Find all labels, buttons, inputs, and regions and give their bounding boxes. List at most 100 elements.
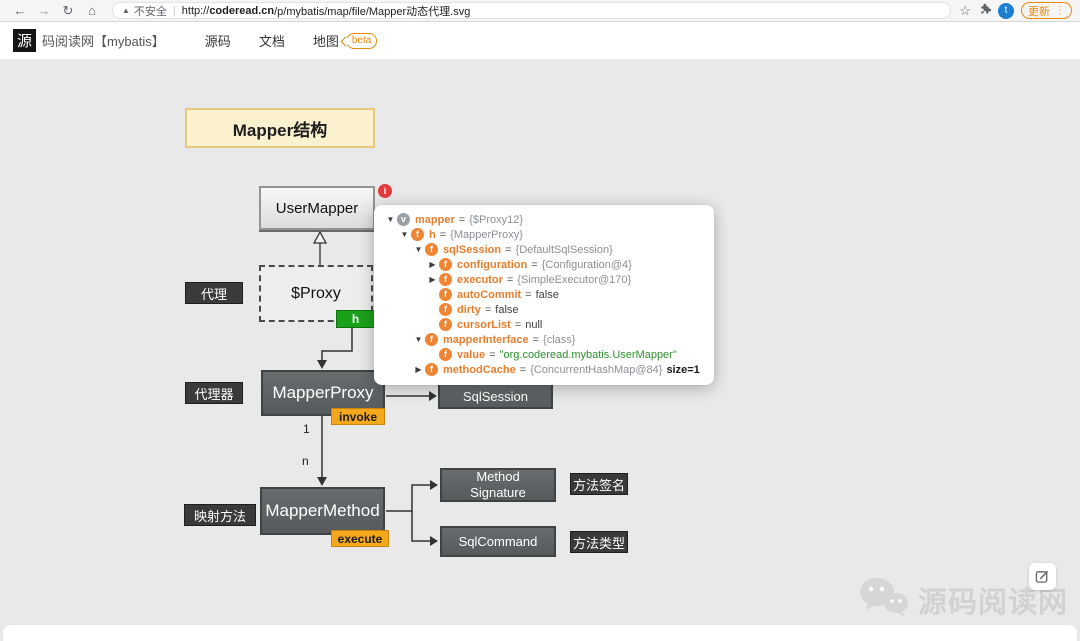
security-warning-label: 不安全 [133, 5, 167, 18]
nav-item-1[interactable]: 文档 [258, 34, 285, 49]
field-value: {DefaultSqlSession} [515, 243, 613, 256]
label-proxyer: 代理器 [185, 382, 243, 404]
inspector-row[interactable]: ▶ f methodCache = {ConcurrentHashMap@84}… [374, 362, 700, 377]
invoke-badge[interactable]: invoke [331, 408, 385, 425]
field-type-icon: f [439, 318, 452, 331]
field-name: cursorList [457, 318, 511, 331]
extensions-puzzle-icon[interactable] [978, 2, 991, 20]
field-value: "org.coderead.mybatis.UserMapper" [499, 348, 677, 361]
execute-badge[interactable]: execute [331, 530, 389, 547]
multiplicity-n: n [302, 454, 309, 468]
address-bar[interactable]: ▲ 不安全 | http://coderead.cn/p/mybatis/map… [112, 2, 952, 19]
inspector-row[interactable]: ▼ f h = {MapperProxy} [374, 227, 700, 242]
field-type-icon: f [439, 273, 452, 286]
diagram-canvas: Mapper结构 UserMapper i 代理 $Proxy h 代理器 Ma… [0, 60, 1080, 641]
field-value: {Configuration@4} [541, 258, 632, 271]
inspector-row[interactable]: f value = "org.coderead.mybatis.UserMapp… [374, 347, 700, 362]
field-type-icon: f [439, 303, 452, 316]
chrome-update-button[interactable]: 更新 ⋮ [1021, 2, 1072, 19]
equals-sign: = [489, 348, 496, 361]
bottom-scrollbar-track[interactable] [3, 625, 1077, 641]
expand-arrow-icon[interactable]: ▶ [429, 260, 436, 269]
security-warning-icon[interactable]: ▲ [122, 6, 130, 15]
field-suffix: size=1 [666, 363, 700, 376]
expand-arrow-icon[interactable]: ▶ [415, 365, 422, 374]
field-value: {MapperProxy} [450, 228, 523, 241]
expand-arrow-icon[interactable]: ▼ [386, 215, 395, 224]
inheritance-arrowhead [312, 230, 328, 244]
equals-sign: = [532, 333, 540, 346]
node-usermapper[interactable]: UserMapper [259, 186, 375, 230]
field-name: executor [457, 273, 503, 286]
equals-sign: = [531, 258, 538, 271]
inspector-row[interactable]: ▼ v mapper = {$Proxy12} [374, 212, 700, 227]
equals-sign: = [439, 228, 447, 241]
field-name: autoCommit [457, 288, 522, 301]
inspector-row[interactable]: f dirty = false [374, 302, 700, 317]
mappermethod-arrowhead [317, 477, 327, 486]
site-logo[interactable]: 源 [13, 29, 36, 52]
reload-icon[interactable]: ↻ [62, 2, 74, 18]
menu-dots-icon[interactable]: ⋮ [1055, 5, 1065, 16]
field-type-icon: f [425, 333, 438, 346]
forward-icon[interactable]: → [37, 2, 51, 18]
equals-sign: = [458, 213, 466, 226]
sqlsession-arrowhead [429, 391, 437, 401]
equals-sign: = [506, 273, 514, 286]
variable-inspector-popup: ▼ v mapper = {$Proxy12} ▼ f h = {MapperP… [374, 205, 714, 385]
h-arrowhead [317, 360, 327, 369]
bookmark-star-icon[interactable]: ☆ [959, 2, 971, 18]
inspector-row[interactable]: f cursorList = null [374, 317, 700, 332]
node-proxy[interactable]: $Proxy [259, 265, 373, 322]
expand-arrow-icon[interactable]: ▼ [400, 230, 409, 239]
field-h-badge[interactable]: h [336, 310, 375, 328]
equals-sign: = [519, 363, 527, 376]
info-icon[interactable]: i [378, 184, 392, 198]
inspector-row[interactable]: f autoCommit = false [374, 287, 700, 302]
nav-item-0[interactable]: 源码 [204, 34, 231, 49]
equals-sign: = [505, 243, 512, 256]
expand-arrow-icon[interactable]: ▼ [414, 335, 423, 344]
field-value: {SimpleExecutor@170} [517, 273, 632, 286]
browser-toolbar: ← → ↻ ⌂ ▲ 不安全 | http://coderead.cn/p/myb… [0, 0, 1080, 22]
url-scheme: http:// [181, 4, 210, 17]
node-sqlsession[interactable]: SqlSession [438, 383, 553, 409]
field-value: {$Proxy12} [469, 213, 524, 226]
nav-item-2[interactable]: 地图 beta [313, 31, 378, 50]
field-value: false [495, 303, 519, 316]
wechat-icon [858, 576, 910, 623]
node-methodsignature[interactable]: Method Signature [440, 468, 556, 502]
inspector-row[interactable]: ▶ f configuration = {Configuration@4} [374, 257, 700, 272]
label-proxy: 代理 [185, 282, 243, 304]
field-type-icon: f [411, 228, 424, 241]
update-label: 更新 [1028, 5, 1050, 18]
home-icon[interactable]: ⌂ [88, 2, 96, 18]
diagram-title: Mapper结构 [185, 108, 375, 148]
beta-badge: beta [345, 32, 378, 49]
site-header: 源 码阅读网【mybatis】 源码 文档 地图 beta [0, 22, 1080, 60]
edit-button[interactable] [1029, 563, 1056, 590]
node-mappermethod[interactable]: MapperMethod [260, 487, 385, 535]
field-name: mapper [415, 213, 455, 226]
field-value: {class} [543, 333, 576, 346]
methodsignature-arrowhead [430, 480, 438, 490]
field-type-icon: f [439, 258, 452, 271]
back-icon[interactable]: ← [13, 2, 27, 18]
equals-sign: = [525, 288, 532, 301]
field-name: h [429, 228, 436, 241]
inspector-row[interactable]: ▼ f sqlSession = {DefaultSqlSession} [374, 242, 700, 257]
site-title: 码阅读网【mybatis】 [42, 34, 165, 49]
field-name: dirty [457, 303, 481, 316]
url-separator: | [172, 4, 176, 17]
expand-arrow-icon[interactable]: ▶ [429, 275, 436, 284]
field-type-icon: f [439, 288, 452, 301]
inspector-row[interactable]: ▼ f mapperInterface = {class} [374, 332, 700, 347]
profile-avatar[interactable]: t [998, 2, 1014, 19]
equals-sign: = [484, 303, 492, 316]
multiplicity-one: 1 [303, 422, 310, 436]
field-type-icon: f [425, 363, 438, 376]
field-value: false [535, 288, 559, 301]
node-sqlcommand[interactable]: SqlCommand [440, 526, 556, 557]
expand-arrow-icon[interactable]: ▼ [414, 245, 423, 254]
inspector-row[interactable]: ▶ f executor = {SimpleExecutor@170} [374, 272, 700, 287]
